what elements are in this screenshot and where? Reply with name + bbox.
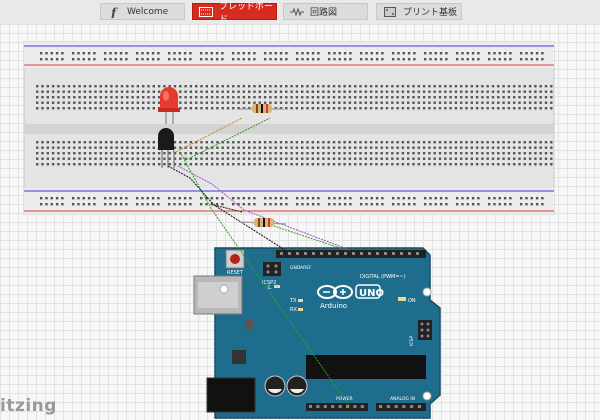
tab-label: プリント基板 [403,8,458,18]
analog-header[interactable] [376,403,426,411]
arduino-brand-text: Arduino [320,302,347,310]
tab-welcome[interactable]: f Welcome [100,3,185,20]
digital-pins [280,252,419,255]
digital-header[interactable] [276,250,426,258]
pcb-icon [383,6,397,18]
l-led-label: L [268,284,272,291]
wire-black-gnd [167,165,286,251]
regulator [232,350,246,364]
tx-label: TX [289,298,297,304]
icsp2-label: ICSP2 [262,280,276,286]
tab-label: ブレッドボード [219,1,274,25]
power-analog-pins [309,405,421,408]
tab-breadboard[interactable]: ブレッドボード [192,2,277,25]
resistor-bottom[interactable] [239,218,287,227]
arduino-uno-board[interactable]: RESET ICSP2 DIGITAL (PWM=~) AREF GND L T… [193,247,441,419]
wire-black-short [213,204,243,213]
reset-label: RESET [227,270,244,276]
arduino-logo: UNO Arduino [317,284,384,310]
svg-text:f: f [110,6,118,18]
schematic-icon [290,6,304,18]
red-led[interactable] [158,87,180,124]
power-label: POWER [336,396,353,402]
wire-orange [175,117,243,153]
icsp-header [418,320,432,340]
aref-label: AREF [300,265,312,271]
on-label: ON [408,298,416,304]
atmega-chip [306,355,426,379]
power-jack [206,377,256,413]
wire-green-digital [267,223,347,251]
icsp-label: ICSP [409,336,415,346]
tab-bar: f Welcome ブレッドボード 回路図 プリント基板 [0,0,600,25]
wire-green-top [185,117,271,161]
uno-logo-text: UNO [359,288,384,299]
breadboard[interactable] [23,41,555,215]
power-header[interactable] [306,403,368,411]
breadboard-icon [199,6,213,18]
wire-purple [177,165,351,251]
icsp2-header [263,262,281,276]
wire-green-analog [179,151,351,408]
resistor-top[interactable] [240,104,284,113]
rx-label: RX [290,307,297,313]
gnd-label: GND [290,265,301,271]
analog-label: ANALOG IN [390,396,415,402]
tab-pcb[interactable]: プリント基板 [376,3,462,20]
wires[interactable] [167,117,351,408]
fritzing-f-icon: f [107,6,121,18]
photoresistor[interactable] [158,128,175,168]
tab-schematic[interactable]: 回路図 [283,3,368,20]
fritzing-logo-text: itzing [0,396,57,416]
tab-label: 回路図 [310,8,338,18]
breadboard-holes [36,52,553,206]
digital-label: DIGITAL (PWM=~) [360,274,406,280]
tab-label: Welcome [127,6,169,17]
